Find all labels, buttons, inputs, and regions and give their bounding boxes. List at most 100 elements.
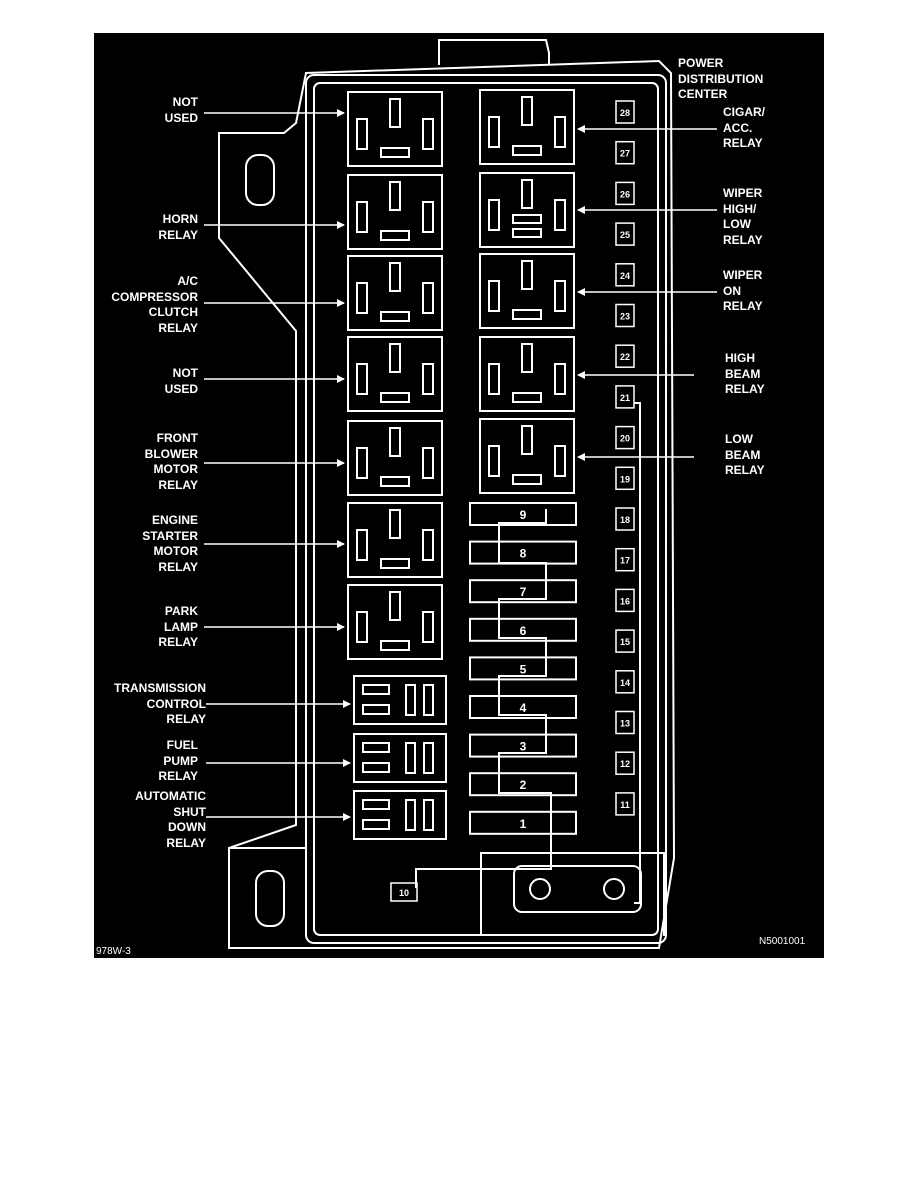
label-wiper-high-low-relay: WIPER HIGH/ LOW RELAY [723, 186, 763, 247]
large-fuse-4: 4 [469, 695, 577, 719]
lower-mounting-slot [255, 870, 285, 927]
mini-fuse-20: 20 [615, 425, 635, 450]
relay-pin [356, 529, 368, 561]
mini-fuse-number: 28 [620, 108, 630, 118]
mini-fuse-bus-wire [634, 402, 641, 904]
mini-fuse-body [615, 181, 635, 206]
relay-pin [380, 230, 410, 241]
relay-pin [380, 147, 410, 158]
label-relay-left-1: NOT USED [164, 95, 198, 125]
label-automatic-shut-down-relay: AUTOMATIC SHUT DOWN RELAY [135, 789, 206, 850]
large-fuse-body [469, 733, 577, 758]
relay-pin [389, 98, 401, 128]
relay-housing [347, 420, 443, 496]
mini-fuse-body [615, 547, 635, 572]
relay-housing [479, 336, 575, 412]
large-fuse-3: 3 [469, 733, 577, 758]
mini-fuse-25: 25 [615, 222, 635, 246]
mini-fuse-body [615, 303, 635, 328]
micro-relay-housing [353, 675, 447, 725]
large-fuse-number: 4 [520, 701, 527, 715]
large-fuse-5: 5 [469, 656, 577, 681]
relay-right-3 [479, 253, 575, 329]
relay-housing [347, 584, 443, 660]
relay-pin [356, 282, 368, 314]
mini-fuse-body [615, 751, 635, 775]
relay-pin [405, 684, 416, 716]
large-fuse-6: 6 [469, 617, 577, 642]
relay-pin [422, 447, 434, 479]
relay-pin [554, 445, 566, 477]
relay-pin [488, 116, 500, 148]
relay-housing [347, 255, 443, 331]
relay-right-5 [479, 418, 575, 494]
upper-mounting-slot [245, 154, 275, 206]
relay-pin [380, 311, 410, 322]
mini-fuse-22: 22 [615, 344, 635, 368]
large-fuse-1: 1 [469, 810, 577, 835]
relay-pin [362, 799, 390, 810]
relay-housing [479, 253, 575, 329]
relay-automatic-shut-down [353, 790, 447, 840]
label-park-lamp-relay: PARK LAMP RELAY [158, 604, 198, 650]
large-fuse-number: 8 [520, 547, 527, 561]
micro-relay-housing [353, 733, 447, 783]
mini-fuse-27: 27 [615, 140, 635, 165]
mini-fuse-11: 11 [615, 792, 635, 816]
relay-pin [405, 799, 416, 831]
large-fuse-body [469, 772, 577, 797]
relay-pin [422, 201, 434, 233]
relay-transmission-control [353, 675, 447, 725]
mini-fuse-number: 11 [620, 800, 630, 810]
mini-fuse-number: 13 [620, 719, 630, 729]
bottom-fuse-number: 10 [399, 888, 409, 898]
relay-pin [389, 509, 401, 539]
relay-housing [479, 89, 575, 165]
relay-housing [479, 172, 575, 248]
relay-pin [389, 343, 401, 373]
relay-pin [362, 684, 390, 695]
large-fuse-body [469, 695, 577, 719]
relay-pin [521, 260, 533, 290]
fuse-bus-wire [415, 509, 552, 888]
relay-pin [380, 476, 410, 487]
mini-fuse-number: 16 [620, 596, 630, 606]
relay-pin [389, 427, 401, 457]
relay-pin [422, 611, 434, 643]
mini-fuse-26: 26 [615, 181, 635, 206]
relay-pin [356, 363, 368, 395]
large-fuse-number: 6 [520, 624, 527, 638]
relay-pin [362, 762, 390, 773]
diagram-title: POWER DISTRIBUTION CENTER [678, 56, 764, 102]
relay-right-2 [479, 172, 575, 248]
relay-pin [380, 392, 410, 403]
relay-left-3 [347, 255, 443, 331]
label-horn-relay: HORN RELAY [158, 212, 198, 242]
mini-fuse-body [615, 792, 635, 816]
footer-left-code: 978W-3 [96, 946, 131, 957]
mini-fuse-19: 19 [615, 466, 635, 491]
bottom-fuse-body [390, 882, 418, 902]
mini-fuse-number: 18 [620, 515, 630, 525]
relay-pin [423, 799, 434, 831]
relay-pin [405, 742, 416, 774]
relay-left-5 [347, 420, 443, 496]
relay-pin [356, 447, 368, 479]
relay-pin [521, 425, 533, 455]
housing-top-tab [438, 39, 550, 65]
relay-pin [488, 363, 500, 395]
relay-pin [422, 529, 434, 561]
relay-pin [521, 343, 533, 373]
large-fuse-number: 1 [520, 817, 527, 831]
mini-fuse-body [615, 588, 635, 613]
relay-pin [488, 199, 500, 231]
mini-fuse-body [615, 140, 635, 165]
mini-fuse-15: 15 [615, 629, 635, 653]
relay-pin [362, 704, 390, 715]
relay-pin [512, 214, 542, 224]
relay-pin [488, 445, 500, 477]
relay-left-1 [347, 91, 443, 167]
mini-fuse-number: 24 [620, 271, 630, 281]
diagram-drawing: 9876543212827262524232221201918171615141… [204, 39, 717, 949]
relay-pin [512, 474, 542, 485]
